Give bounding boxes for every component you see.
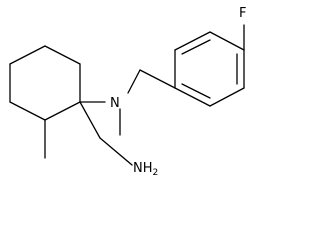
bond-arene-5 <box>174 31 211 51</box>
bond-arene-2 <box>209 87 245 107</box>
bond-arene-double-3 <box>181 39 211 55</box>
bond-ring-4 <box>44 101 81 121</box>
amine-label-subscript: 2 <box>153 168 159 176</box>
nitrogen-label: N <box>110 96 120 111</box>
bond-ch2-amine <box>79 101 101 139</box>
atom-labels: N F NH2 <box>110 6 246 176</box>
fluorine-label: F <box>239 6 246 21</box>
bond-n-ch2 <box>127 69 141 94</box>
molecule-structure: N F NH2 <box>9 6 246 176</box>
bond-arene-4 <box>209 31 245 51</box>
bond-ring-1 <box>9 45 46 65</box>
bond-arene-1 <box>174 87 211 107</box>
bond-ch2-aryl <box>139 69 176 89</box>
bond-arene-double-1 <box>181 83 211 99</box>
bond-ch2-nh2 <box>99 137 133 166</box>
bond-ring-2 <box>44 45 81 65</box>
amine-label: NH2 <box>133 161 158 176</box>
bonds <box>9 24 245 166</box>
amine-label-main: NH <box>133 161 153 176</box>
bond-ring-5 <box>9 101 46 121</box>
